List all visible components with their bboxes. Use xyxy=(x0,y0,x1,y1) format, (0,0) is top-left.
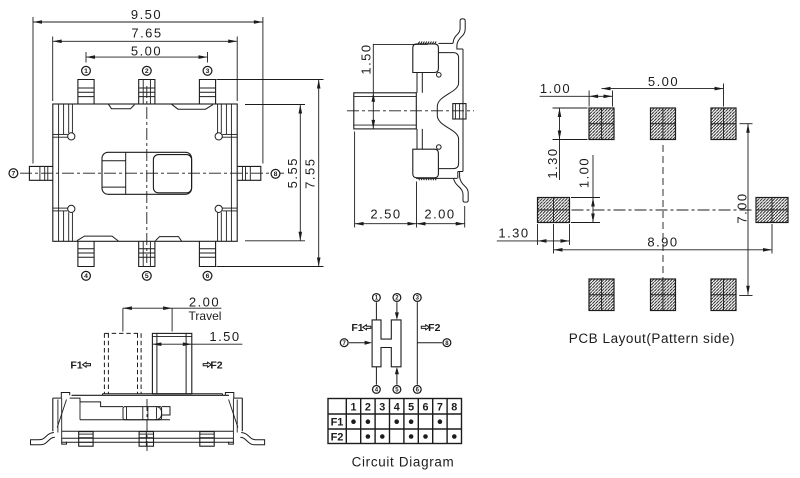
svg-text:6: 6 xyxy=(206,273,210,280)
svg-text:6: 6 xyxy=(416,388,420,394)
svg-text:1.50: 1.50 xyxy=(359,43,374,74)
svg-text:2: 2 xyxy=(145,68,149,75)
svg-text:5: 5 xyxy=(145,273,149,280)
svg-text:F2: F2 xyxy=(331,432,344,444)
svg-text:4: 4 xyxy=(84,273,88,280)
svg-text:F1: F1 xyxy=(331,417,344,429)
svg-text:F1: F1 xyxy=(351,322,363,334)
svg-text:Circuit Diagram: Circuit Diagram xyxy=(352,455,455,470)
svg-text:5: 5 xyxy=(395,388,399,394)
svg-text:7: 7 xyxy=(12,171,16,178)
svg-text:Travel: Travel xyxy=(189,309,222,323)
svg-text:1: 1 xyxy=(84,68,88,75)
svg-text:5.00: 5.00 xyxy=(131,44,162,59)
svg-text:1: 1 xyxy=(375,296,379,302)
svg-text:3: 3 xyxy=(416,296,420,302)
svg-text:3: 3 xyxy=(379,401,385,413)
svg-text:7: 7 xyxy=(437,401,443,413)
svg-text:1.30: 1.30 xyxy=(545,147,560,178)
svg-text:2: 2 xyxy=(365,401,371,413)
svg-text:F2: F2 xyxy=(210,360,222,372)
svg-text:1: 1 xyxy=(350,401,356,413)
svg-text:6: 6 xyxy=(422,401,428,413)
svg-text:4: 4 xyxy=(394,401,400,413)
svg-text:PCB Layout(Pattern side): PCB Layout(Pattern side) xyxy=(569,331,735,346)
svg-text:1.50: 1.50 xyxy=(209,329,240,344)
svg-text:8: 8 xyxy=(274,171,278,178)
svg-text:7.55: 7.55 xyxy=(303,158,318,189)
svg-text:8: 8 xyxy=(445,341,449,347)
svg-text:2: 2 xyxy=(395,296,399,302)
svg-text:2.50: 2.50 xyxy=(370,207,401,222)
svg-text:1.00: 1.00 xyxy=(540,81,571,96)
svg-text:7: 7 xyxy=(343,341,347,347)
svg-text:F1: F1 xyxy=(70,359,82,371)
svg-text:5: 5 xyxy=(408,401,414,413)
svg-text:5.00: 5.00 xyxy=(648,74,679,89)
svg-text:1.00: 1.00 xyxy=(577,157,592,188)
svg-text:7.00: 7.00 xyxy=(735,192,750,223)
svg-text:1.30: 1.30 xyxy=(498,226,529,241)
svg-text:9.50: 9.50 xyxy=(131,7,162,22)
svg-text:5.55: 5.55 xyxy=(285,157,300,188)
svg-text:4: 4 xyxy=(375,388,379,394)
svg-text:8.90: 8.90 xyxy=(647,235,678,250)
svg-text:7.65: 7.65 xyxy=(131,25,162,40)
svg-text:2.00: 2.00 xyxy=(189,294,220,309)
svg-text:F2: F2 xyxy=(428,322,440,334)
svg-text:3: 3 xyxy=(206,68,210,75)
svg-text:2.00: 2.00 xyxy=(424,207,455,222)
svg-text:8: 8 xyxy=(451,401,457,413)
